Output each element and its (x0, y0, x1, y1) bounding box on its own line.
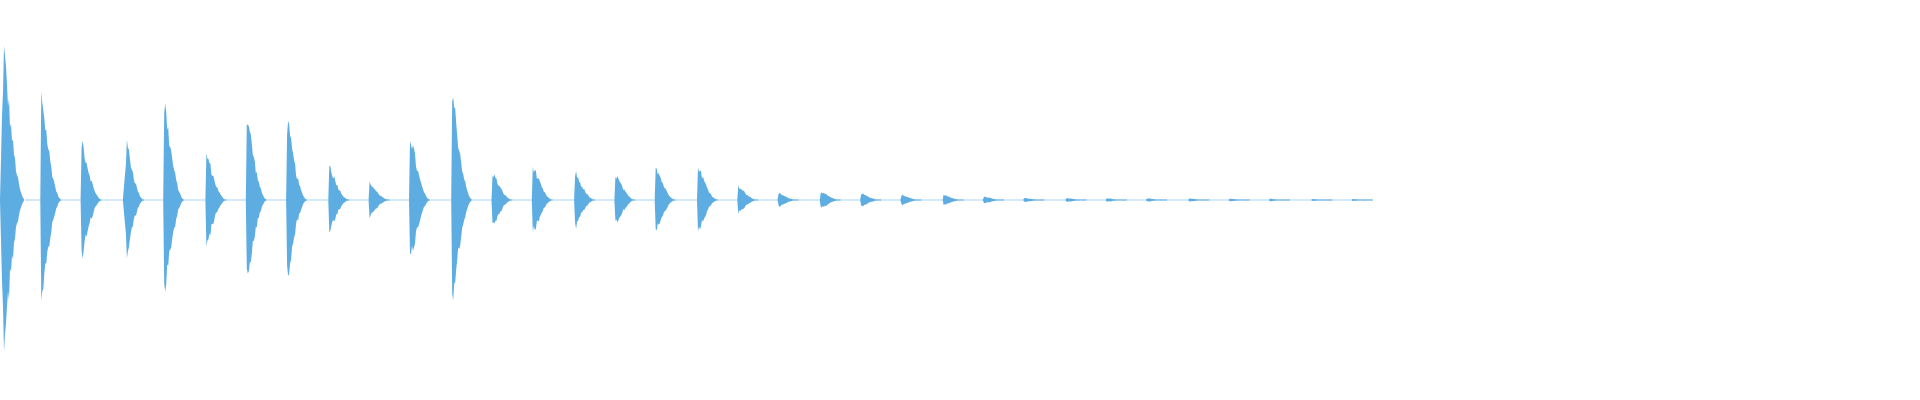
waveform-burst (80, 140, 102, 259)
waveform-burst (328, 166, 350, 233)
waveform-burst (245, 124, 267, 274)
waveform-burst (737, 185, 759, 214)
waveform-burst (451, 97, 473, 301)
waveform-burst (368, 181, 390, 219)
waveform-burst (860, 193, 882, 207)
waveform-burst (1351, 199, 1373, 201)
waveform-burst (163, 103, 185, 292)
waveform-burst (574, 171, 596, 229)
waveform-burst (0, 45, 24, 352)
waveform-burst (1311, 199, 1333, 201)
waveform-burst (819, 192, 841, 208)
waveform-burst (900, 194, 922, 206)
waveform-burst (654, 167, 676, 231)
waveform-burst (205, 153, 227, 247)
waveform-layer (0, 45, 1373, 352)
waveform-burst (1023, 198, 1045, 202)
waveform-burst (1228, 198, 1250, 202)
waveform-burst (942, 194, 964, 206)
waveform-burst (1105, 198, 1127, 202)
waveform-burst (777, 193, 799, 207)
waveform-burst (1188, 198, 1210, 202)
waveform-burst (531, 166, 553, 233)
waveform-burst (122, 139, 144, 259)
waveform-burst (983, 196, 1004, 204)
waveform-burst (491, 174, 513, 224)
waveform-burst (40, 91, 62, 301)
waveform-burst (1065, 198, 1087, 202)
waveform-burst (1146, 198, 1168, 202)
waveform-burst (1269, 198, 1291, 202)
waveform-burst (409, 141, 430, 255)
waveform-burst (614, 176, 636, 223)
waveform-burst (697, 167, 718, 232)
waveform-burst (286, 120, 308, 276)
